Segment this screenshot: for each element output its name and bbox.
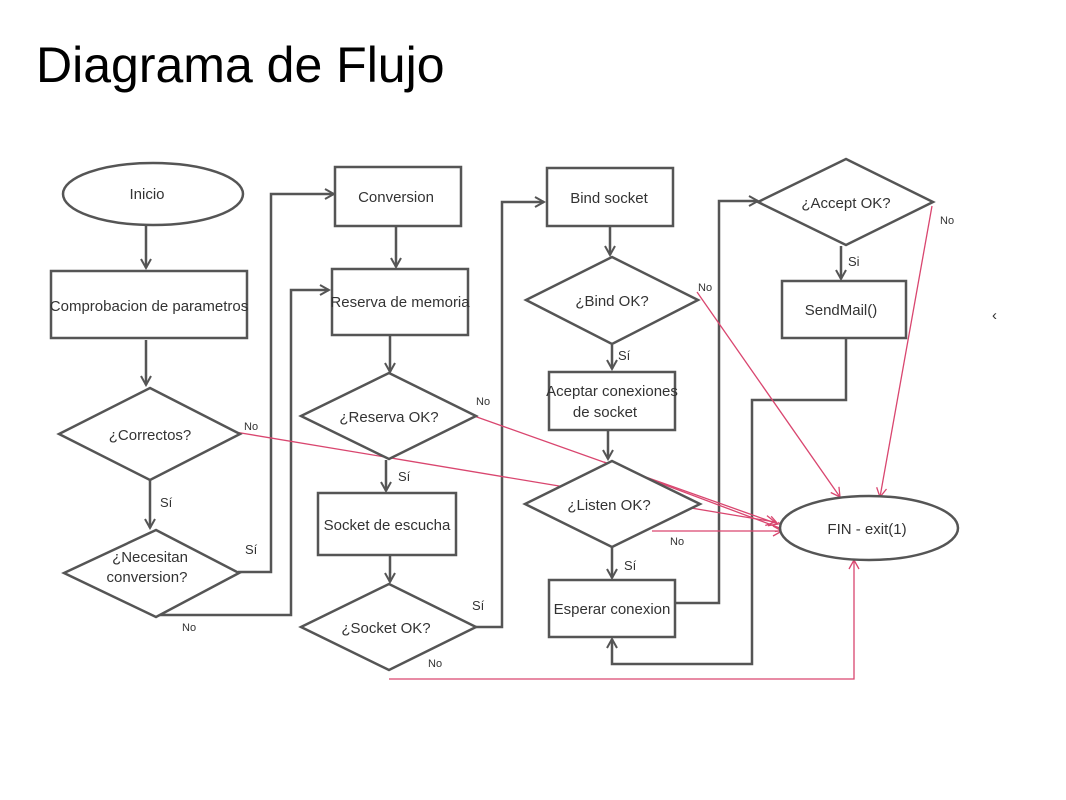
label-correctos-si: Sí [160,495,173,510]
node-reserva-ok-label: ¿Reserva OK? [339,409,438,426]
node-socket-ok: ¿Socket OK? [298,582,479,672]
node-listen-ok: ¿Listen OK? [522,459,703,549]
node-bind-ok-label: ¿Bind OK? [575,293,648,310]
node-reserva-memoria-label: Reserva de memoria [330,294,470,311]
label-accept-no: No [940,215,954,227]
node-necesitan-conversion: ¿Necesitan conversion? [61,528,242,619]
node-bind-socket-label: Bind socket [570,190,648,207]
label-correctos-no: No [244,421,258,433]
label-socket-si: Sí [472,598,485,613]
node-socket-escucha-label: Socket de escucha [324,517,451,534]
node-bind-socket: Bind socket [545,166,675,228]
page-title: Diagrama de Flujo [36,37,445,93]
edge-labels: Sí No Sí No No Sí Sí No No Sí No Sí Si N… [160,215,954,670]
node-accept-ok-label: ¿Accept OK? [801,195,890,212]
node-correctos: ¿Correctos? [56,386,243,482]
node-reserva-memoria: Reserva de memoria [330,267,470,337]
node-inicio: Inicio [61,161,245,227]
node-correctos-label: ¿Correctos? [109,427,192,444]
node-aceptar-line2: de socket [573,404,638,421]
node-socket-ok-label: ¿Socket OK? [341,620,430,637]
node-conversion-label: Conversion [358,189,434,206]
node-aceptar-conexiones: Aceptar conexiones de socket [546,370,678,432]
node-accept-ok: ¿Accept OK? [755,157,936,247]
flow-lines [146,194,848,666]
node-conversion: Conversion [333,165,463,228]
node-listen-ok-label: ¿Listen OK? [567,497,650,514]
node-esperar-conexion-label: Esperar conexion [554,601,671,618]
label-listen-si: Sí [624,558,637,573]
label-necesitan-si: Sí [245,542,258,557]
node-fin: FIN - exit(1) [778,494,960,562]
node-sendmail-label: SendMail() [805,302,878,319]
node-reserva-ok: ¿Reserva OK? [298,371,479,461]
stray-glyph: ‹ [992,307,997,324]
node-inicio-label: Inicio [129,186,164,203]
label-reserva-no: No [476,396,490,408]
label-bind-no: No [698,282,712,294]
node-necesitan-line2: conversion? [107,569,188,586]
label-socket-no: No [428,658,442,670]
node-bind-ok: ¿Bind OK? [523,255,701,346]
node-socket-escucha: Socket de escucha [316,491,458,557]
label-necesitan-no: No [182,622,196,634]
label-listen-no: No [670,536,684,548]
label-bind-si: Sí [618,348,631,363]
label-reserva-si: Sí [398,469,411,484]
node-aceptar-line1: Aceptar conexiones [546,383,678,400]
node-comprobacion-label: Comprobacion de parametros [50,298,248,315]
node-esperar-conexion: Esperar conexion [547,578,677,639]
node-comprobacion: Comprobacion de parametros [49,269,249,340]
node-necesitan-line1: ¿Necesitan [112,549,188,566]
node-fin-label: FIN - exit(1) [827,521,906,538]
node-sendmail: SendMail() [780,279,908,340]
label-accept-si: Si [848,254,860,269]
